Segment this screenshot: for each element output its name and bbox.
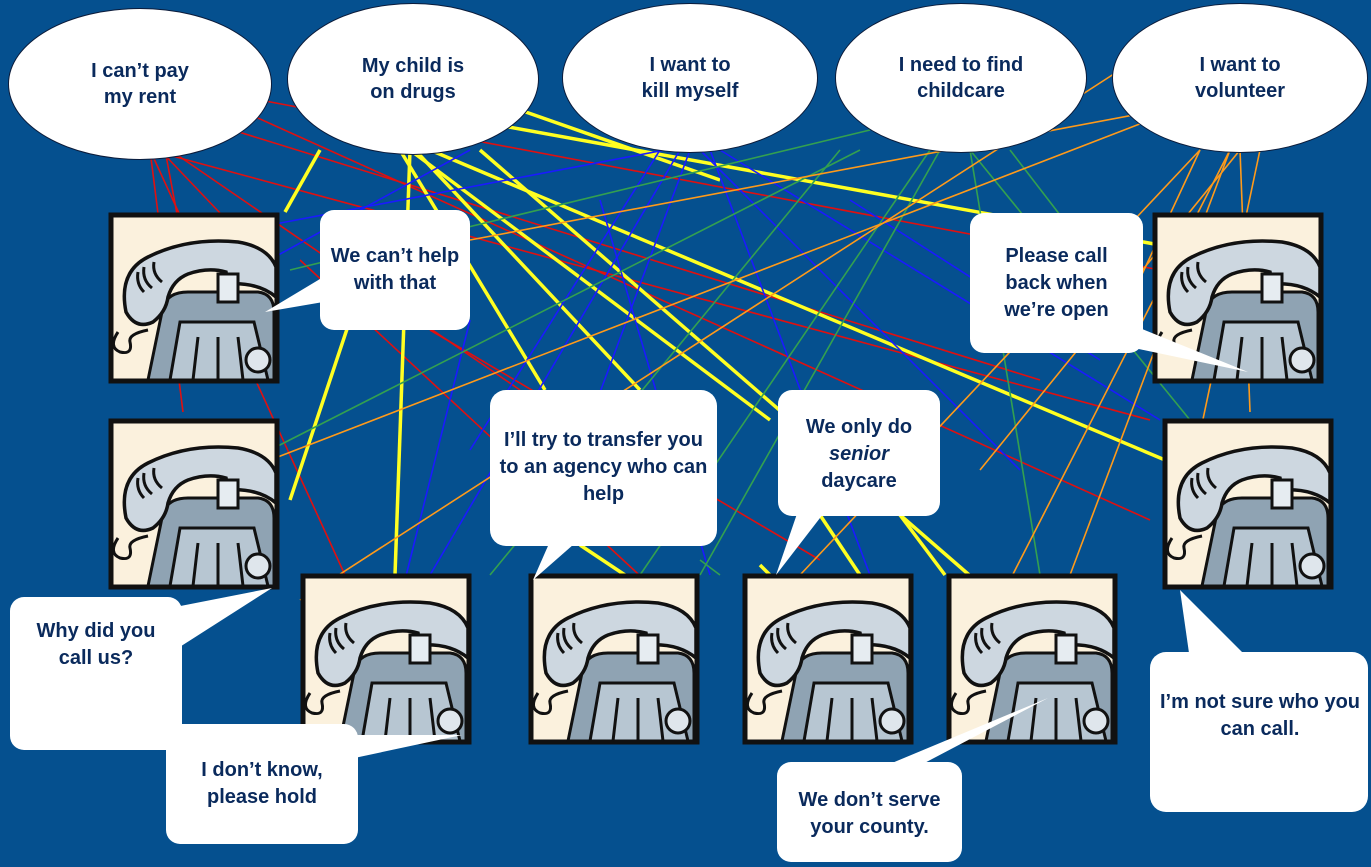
connection-line (199, 119, 1041, 381)
bubble-not-serve: We don’t serve your county. (798, 789, 941, 838)
connection-line (898, 513, 947, 577)
bubble-why-call: Why did you call us? (36, 620, 156, 669)
connection-line (239, 109, 1151, 521)
caller-child-drugs: My child is on drugs (287, 3, 539, 155)
connection-line (299, 69, 1121, 601)
bubble-not-sure: I’m not sure who you can call. (1160, 691, 1361, 740)
connection-line (719, 149, 1161, 421)
connection-line (149, 149, 1151, 421)
bubble-dont-know: I don’t know, please hold (201, 759, 323, 808)
connection-line (429, 148, 1166, 462)
bubble-senior: We only do senior daycare (805, 415, 913, 492)
caller-suicide: I want to kill myself (562, 3, 818, 153)
bubble-transfer: I’ll try to transfer you to an agency wh… (499, 428, 708, 505)
connection-line (699, 149, 1021, 471)
connection-line (519, 108, 721, 182)
connection-line (1009, 149, 1061, 216)
caller-childcare: I need to find childcare (835, 3, 1087, 153)
connection-line (398, 149, 547, 391)
connection-line (969, 149, 1041, 576)
bubble-cant-help: We can’t help with that (330, 245, 460, 294)
agency-phone-3 (300, 573, 472, 745)
caller-rent: I can’t pay my rent (8, 8, 272, 160)
agency-phone-8 (1162, 418, 1334, 590)
connection-line (758, 563, 772, 577)
connection-line (818, 514, 862, 576)
agency-phone-6 (946, 573, 1118, 745)
caller-volunteer: I want to volunteer (1112, 3, 1368, 153)
connection-line (699, 559, 721, 576)
connection-line (288, 319, 352, 501)
connection-line (579, 543, 626, 577)
agency-phone-2 (108, 418, 280, 590)
connection-line (699, 149, 941, 576)
agency-phone-5 (742, 573, 914, 745)
connection-line (269, 149, 861, 451)
bubble-call-back: Please call back when we’re open (1004, 244, 1109, 321)
agency-phone-1 (108, 212, 280, 384)
connection-line (429, 149, 681, 576)
agency-phone-4 (528, 573, 700, 745)
connection-line (399, 319, 471, 601)
connection-line (283, 149, 322, 213)
connection-line (408, 148, 772, 422)
connection-line (269, 119, 1151, 461)
agency-phone-7 (1152, 212, 1324, 384)
